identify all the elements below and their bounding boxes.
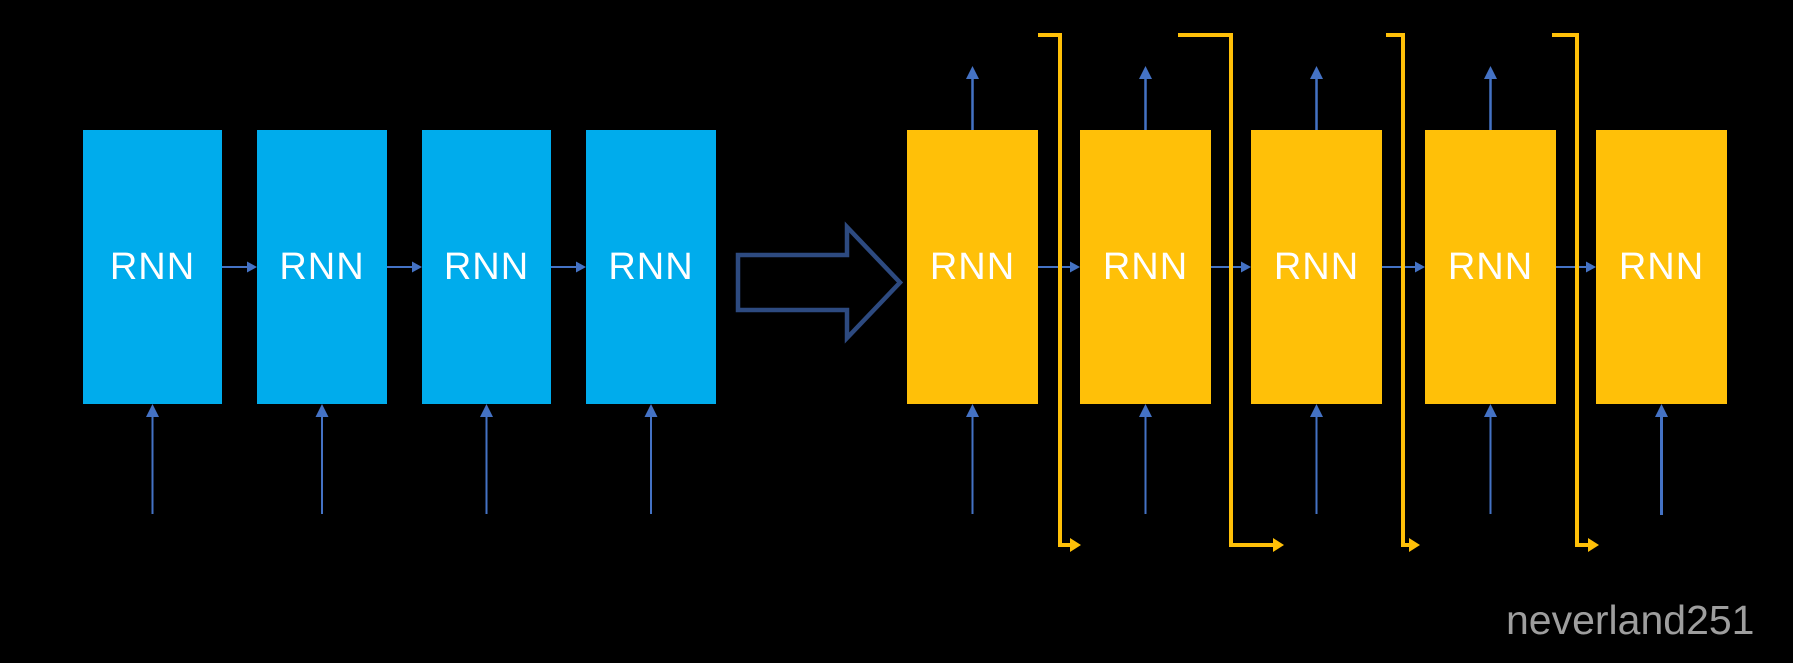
hidden-state-arrow-right-2 — [1211, 261, 1251, 273]
rnn-box-right-2: RNN — [1080, 130, 1211, 404]
rnn-box-left-2-label: RNN — [279, 246, 365, 288]
rnn-box-right-3: RNN — [1251, 130, 1382, 404]
output-arrow-right-1 — [966, 66, 979, 130]
rnn-box-left-4-label: RNN — [608, 246, 694, 288]
rnn-box-left-1: RNN — [83, 130, 222, 404]
skip-connection-2 — [1178, 33, 1284, 552]
hidden-state-arrow-right-1 — [1038, 261, 1080, 273]
skip-connection-3 — [1386, 33, 1420, 552]
rnn-box-left-1-label: RNN — [109, 246, 196, 288]
input-arrow-right-4 — [1484, 404, 1497, 514]
input-arrow-left-2 — [315, 404, 329, 514]
input-arrow-right-2 — [1139, 404, 1152, 514]
rnn-box-right-1-label: RNN — [929, 246, 1016, 288]
rnn-box-right-1: RNN — [907, 130, 1038, 404]
rnn-box-left-4: RNN — [586, 130, 716, 404]
input-arrow-left-3 — [480, 404, 493, 514]
hidden-state-arrow-right-4 — [1556, 261, 1596, 273]
rnn-box-left-2: RNN — [257, 130, 387, 404]
output-arrow-right-2 — [1139, 66, 1152, 130]
hidden-state-arrow-left-3 — [551, 261, 586, 273]
input-arrow-right-5 — [1655, 404, 1668, 515]
output-arrow-right-4 — [1484, 66, 1497, 130]
rnn-box-right-4-label: RNN — [1447, 246, 1534, 288]
skip-connection-4 — [1552, 33, 1599, 552]
hidden-state-arrow-left-2 — [387, 261, 422, 273]
transform-block-arrow — [735, 221, 904, 344]
hidden-state-arrow-right-3 — [1382, 261, 1425, 273]
rnn-box-left-3: RNN — [422, 130, 551, 404]
input-arrow-right-3 — [1310, 404, 1323, 514]
rnn-box-right-2-label: RNN — [1102, 246, 1189, 288]
rnn-box-right-5: RNN — [1596, 130, 1727, 404]
hidden-state-arrow-left-1 — [222, 261, 257, 273]
output-arrow-right-3 — [1310, 66, 1323, 130]
watermark-text: neverland251 — [1506, 597, 1755, 643]
input-arrow-left-4 — [644, 404, 658, 514]
rnn-box-right-3-label: RNN — [1273, 246, 1360, 288]
input-arrow-left-1 — [146, 404, 159, 514]
rnn-box-right-5-label: RNN — [1618, 246, 1705, 288]
rnn-box-right-4: RNN — [1425, 130, 1556, 404]
rnn-box-left-3-label: RNN — [443, 246, 530, 288]
input-arrow-right-1 — [966, 404, 979, 514]
skip-connection-1 — [1038, 33, 1081, 552]
